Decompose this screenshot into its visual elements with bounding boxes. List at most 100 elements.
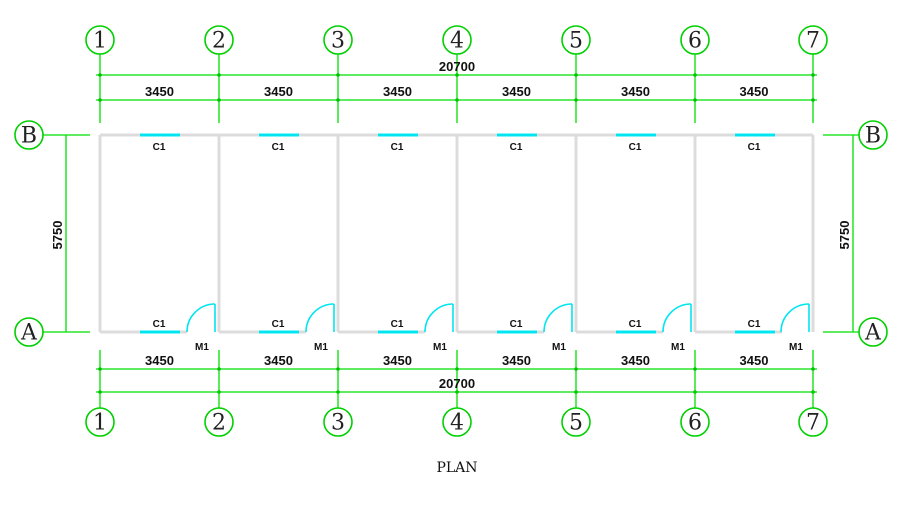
door-swing-arc <box>305 303 335 333</box>
dimension-tick <box>455 390 459 394</box>
bay-dimension-bottom: 3450 <box>502 353 531 368</box>
grid-label-bottom: 7 <box>806 411 820 436</box>
grid-bubble-5-bottom <box>561 407 591 437</box>
door-swing-arc <box>543 303 573 333</box>
window-label-top: C1 <box>510 142 523 153</box>
window-label-top: C1 <box>153 142 166 153</box>
grid-bubble-2-top <box>204 25 234 55</box>
dimension-tick <box>811 390 815 394</box>
grid-bubble-B-left <box>14 120 44 150</box>
bay-dimension-top: 3450 <box>264 84 293 99</box>
window-label-top: C1 <box>629 142 642 153</box>
window-label-bottom: C1 <box>629 319 642 330</box>
depth-dimension-left: 5750 <box>50 221 65 250</box>
door-label: M1 <box>671 342 685 353</box>
grid-label-top: 6 <box>688 29 702 54</box>
grid-bubble-A-left <box>14 317 44 347</box>
door-swing-arc <box>186 303 216 333</box>
grid-label-bottom: 1 <box>93 411 107 436</box>
grid-bubble-3-bottom <box>323 407 353 437</box>
dimension-tick <box>217 390 221 394</box>
grid-label-right: B <box>865 124 881 149</box>
grid-bubble-A-right <box>858 317 888 347</box>
dimension-tick <box>574 390 578 394</box>
grid-label-right: A <box>864 321 882 346</box>
grid-label-bottom: 5 <box>569 411 583 436</box>
dimension-tick <box>455 98 459 102</box>
window-label-bottom: C1 <box>510 319 523 330</box>
grid-bubble-3-top <box>323 25 353 55</box>
dimension-tick <box>811 73 815 77</box>
grid-bubble-7-bottom <box>798 407 828 437</box>
grid-label-left: A <box>20 321 38 346</box>
dimension-tick <box>693 367 697 371</box>
door-label: M1 <box>314 342 328 353</box>
grid-bubble-6-top <box>680 25 710 55</box>
grid-bubble-4-top <box>442 25 472 55</box>
dimension-tick <box>336 73 340 77</box>
dimension-tick <box>336 390 340 394</box>
bay-dimension-bottom: 3450 <box>145 353 174 368</box>
door-swing-arc <box>424 303 454 333</box>
grid-label-top: 5 <box>569 29 583 54</box>
dimension-tick <box>217 98 221 102</box>
dimension-tick <box>693 98 697 102</box>
depth-dimension-right: 5750 <box>837 221 852 250</box>
bay-dimension-top: 3450 <box>383 84 412 99</box>
dimension-tick <box>693 73 697 77</box>
bay-dimension-bottom: 3450 <box>740 353 769 368</box>
dimension-tick <box>693 390 697 394</box>
overall-dimension-top: 20700 <box>439 59 475 74</box>
dimension-tick <box>98 73 102 77</box>
grid-bubble-5-top <box>561 25 591 55</box>
grid-label-top: 3 <box>331 29 345 54</box>
dimension-tick <box>574 98 578 102</box>
grid-label-bottom: 6 <box>688 411 702 436</box>
window-label-bottom: C1 <box>272 319 285 330</box>
grid-label-top: 1 <box>93 29 107 54</box>
grid-label-bottom: 3 <box>331 411 345 436</box>
grid-label-top: 7 <box>806 29 820 54</box>
bay-dimension-bottom: 3450 <box>383 353 412 368</box>
window-label-top: C1 <box>391 142 404 153</box>
dimension-tick <box>811 367 815 371</box>
window-label-bottom: C1 <box>391 319 404 330</box>
bay-dimension-top: 3450 <box>740 84 769 99</box>
grid-label-left: B <box>21 124 37 149</box>
window-label-top: C1 <box>748 142 761 153</box>
grid-label-top: 4 <box>450 29 464 54</box>
dimension-tick <box>574 367 578 371</box>
dimension-tick <box>455 73 459 77</box>
grid-bubble-6-bottom <box>680 407 710 437</box>
dimension-tick <box>811 98 815 102</box>
bay-dimension-bottom: 3450 <box>621 353 650 368</box>
dimension-tick <box>336 367 340 371</box>
dimension-tick <box>98 390 102 394</box>
door-swing-arc <box>662 303 692 333</box>
window-label-bottom: C1 <box>748 319 761 330</box>
door-label: M1 <box>433 342 447 353</box>
door-label: M1 <box>789 342 803 353</box>
dimension-tick <box>455 367 459 371</box>
bay-dimension-bottom: 3450 <box>264 353 293 368</box>
dimension-tick <box>217 367 221 371</box>
grid-bubble-4-bottom <box>442 407 472 437</box>
dimension-tick <box>217 73 221 77</box>
bay-dimension-top: 3450 <box>621 84 650 99</box>
door-label: M1 <box>195 342 209 353</box>
grid-label-top: 2 <box>212 29 226 54</box>
dimension-tick <box>574 73 578 77</box>
drawing-title: PLAN <box>436 460 477 476</box>
grid-label-bottom: 4 <box>450 411 464 436</box>
dimension-tick <box>336 98 340 102</box>
door-swing-arc <box>780 303 810 333</box>
grid-label-bottom: 2 <box>212 411 226 436</box>
grid-bubble-1-bottom <box>85 407 115 437</box>
window-label-top: C1 <box>272 142 285 153</box>
grid-bubble-2-bottom <box>204 407 234 437</box>
bay-dimension-top: 3450 <box>145 84 174 99</box>
grid-bubble-1-top <box>85 25 115 55</box>
grid-bubble-7-top <box>798 25 828 55</box>
dimension-tick <box>98 98 102 102</box>
